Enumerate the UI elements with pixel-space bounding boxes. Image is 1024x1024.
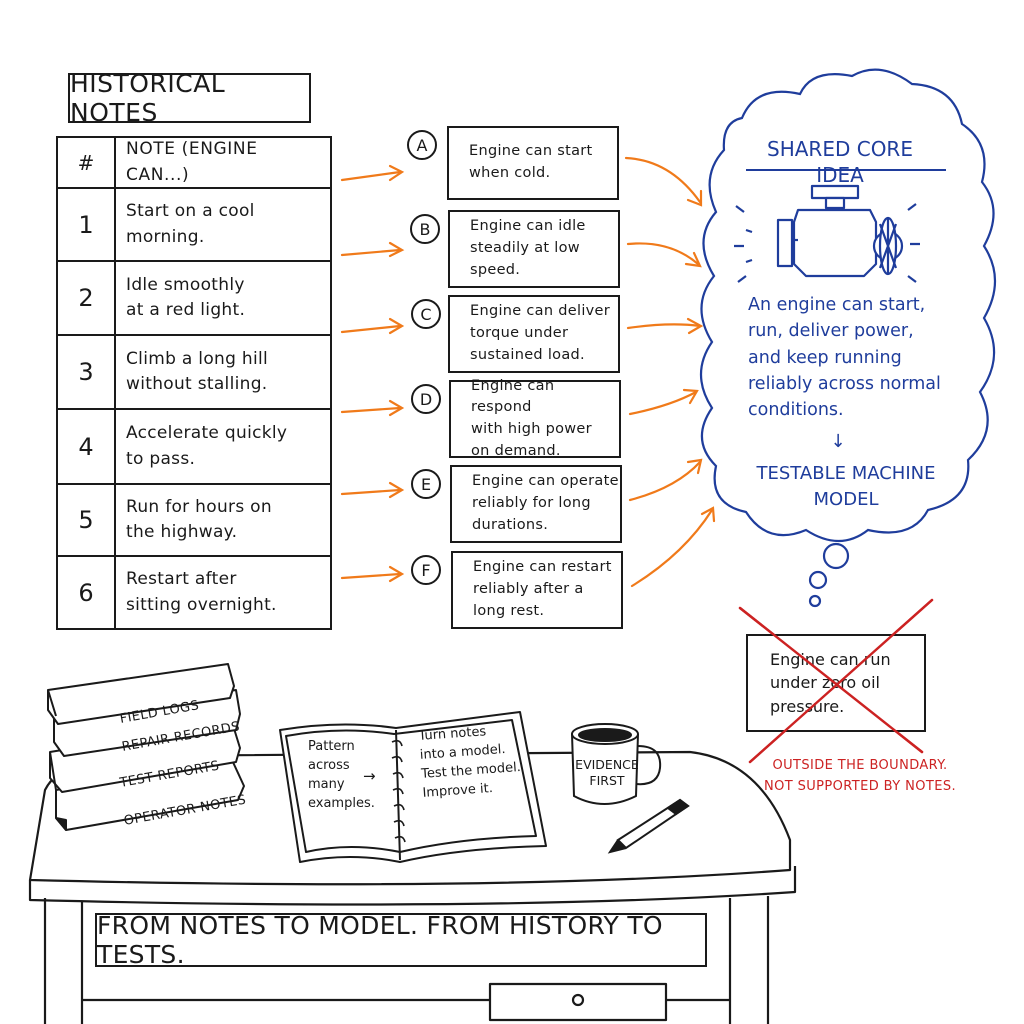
row-num: 2: [58, 262, 116, 334]
row-num: 1: [58, 189, 116, 260]
letter-circle-c: C: [411, 299, 441, 329]
mug: [571, 723, 662, 805]
footer-banner: FROM NOTES TO MODEL. FROM HISTORY TO TES…: [95, 911, 707, 969]
statement-box-d: Engine can respond with high power on de…: [449, 378, 621, 459]
row-note: Climb a long hill without stalling.: [126, 348, 269, 395]
row-note: Start on a cool morning.: [126, 201, 255, 247]
note-arrows: [340, 164, 405, 583]
statement-box-c: Engine can deliver torque under sustaine…: [448, 295, 620, 373]
notebook-arrow-icon: →: [363, 767, 376, 785]
letter-circle-d: D: [411, 384, 441, 414]
pen: [607, 798, 690, 854]
table-row: 4 Accelerate quickly to pass.: [58, 410, 330, 485]
row-num: 4: [58, 410, 116, 483]
letter-circle-a: A: [407, 130, 437, 160]
historical-notes-title-text: HISTORICAL NOTES: [70, 69, 226, 127]
notebook-spiral: [391, 739, 406, 843]
notebook-left-text: Pattern across many examples.: [308, 739, 375, 811]
letter-circle-b: B: [410, 214, 440, 244]
core-idea-title: SHARED CORE IDEA: [767, 137, 913, 188]
row-note: Accelerate quickly to pass.: [126, 423, 288, 469]
engine-icon: [734, 184, 920, 283]
table-row: 5 Run for hours on the highway.: [58, 485, 330, 557]
table-row: 3 Climb a long hill without stalling.: [58, 336, 330, 410]
statement-box-b: Engine can idle steadily at low speed.: [448, 210, 620, 288]
table-row: 2 Idle smoothly at a red light.: [58, 262, 330, 336]
row-note: Idle smoothly at a red light.: [126, 274, 246, 321]
row-num: 5: [58, 485, 116, 555]
table-header-row: # NOTE (ENGINE CAN...): [58, 138, 330, 189]
down-arrow-icon: ↓: [830, 431, 846, 452]
statement-box-f: Engine can restart reliably after a long…: [451, 551, 623, 629]
statement-box-e: Engine can operate reliably for long dur…: [450, 465, 622, 543]
row-note: Restart after sitting overnight.: [126, 569, 277, 615]
row-num: 6: [58, 557, 116, 628]
thought-cloud: [700, 68, 996, 608]
table-row: 1 Start on a cool morning.: [58, 189, 330, 262]
testable-model-label: TESTABLE MACHINE MODEL: [756, 463, 936, 511]
notebook: [279, 711, 547, 863]
header-num: #: [58, 138, 116, 187]
notes-table: # NOTE (ENGINE CAN...) 1 Start on a cool…: [56, 136, 332, 630]
letter-circle-f: F: [411, 555, 441, 585]
rejected-statement-box: Engine can run under zero oil pressure.: [746, 634, 926, 732]
row-note: Run for hours on the highway.: [126, 496, 272, 543]
letter-circle-e: E: [411, 469, 441, 499]
idea-arrows: [624, 156, 716, 588]
footer-banner-text: FROM NOTES TO MODEL. FROM HISTORY TO TES…: [97, 911, 663, 969]
table-row: 6 Restart after sitting overnight.: [58, 557, 330, 628]
statement-box-a: Engine can start when cold.: [447, 126, 619, 200]
mug-label: EVIDENCE FIRST: [575, 757, 639, 789]
row-num: 3: [58, 336, 116, 408]
header-note: NOTE (ENGINE CAN...): [126, 139, 258, 185]
core-idea-text: An engine can start, run, deliver power,…: [748, 295, 941, 420]
notebook-right-text: Turn notes into a model. Test the model.…: [418, 724, 522, 801]
historical-notes-title: HISTORICAL NOTES: [68, 69, 311, 127]
boundary-note: OUTSIDE THE BOUNDARY. NOT SUPPORTED BY N…: [763, 758, 957, 794]
book-stack: [47, 663, 245, 831]
